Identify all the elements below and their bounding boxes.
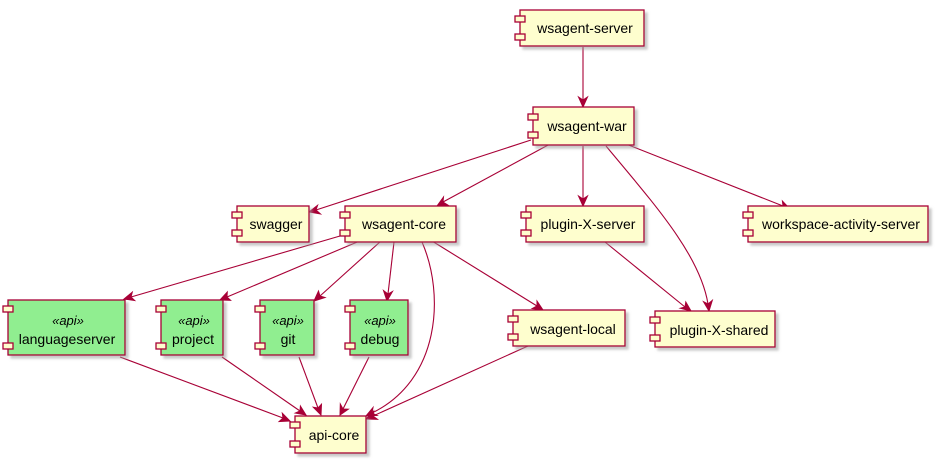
component-port-icon [742,211,754,219]
component-port-icon [344,342,356,350]
edge-wsagent-war-to-wsagent-core [435,143,551,207]
stereotype-label: «api» [178,313,210,328]
component-port-icon [527,113,539,121]
component-port-icon [2,342,14,350]
component-box [7,299,126,356]
component-wsagent-server[interactable]: wsagent-server [514,9,645,47]
component-swagger[interactable]: swagger [231,205,310,243]
component-port-icon [649,316,661,324]
component-box [525,205,645,243]
component-port-icon [2,305,14,313]
component-project[interactable]: «api» project [155,299,224,356]
component-label: wsagent-core [361,216,446,232]
component-port-icon [527,131,539,139]
component-label: plugin-X-shared [670,322,769,338]
component-port-icon [155,305,167,313]
edge-wsagent-core-to-wsagent-local [431,240,545,311]
edge-wsagent-core-to-debug [382,241,395,303]
component-wsagent-core[interactable]: wsagent-core [339,205,457,243]
component-box [259,299,315,356]
component-plugin-x-server[interactable]: plugin-X-server [520,205,645,243]
component-port-icon [520,229,532,237]
component-box [349,299,409,356]
component-label: plugin-X-server [541,216,636,232]
component-wsagent-local[interactable]: wsagent-local [507,309,626,347]
edges [119,47,792,423]
component-box [532,106,635,146]
component-workspace-activity-server[interactable]: workspace-activity-server [742,205,929,243]
component-label: git [281,331,296,347]
component-box [160,299,224,356]
edge-wsagent-war-to-plugin-x-shared [605,145,714,313]
edge-debug-to-api-core [339,356,370,416]
component-label: project [172,331,214,347]
edge-wsagent-core-to-languageserver [122,235,341,302]
edge-git-to-api-core [298,356,323,417]
component-label: languageserver [19,331,116,347]
component-git[interactable]: «api» git [254,299,315,356]
component-port-icon [514,33,526,41]
component-port-icon [514,15,526,23]
component-port-icon [289,421,301,429]
edge-wsagent-core-to-project [218,239,363,301]
component-languageserver[interactable]: «api» languageserver [2,299,126,356]
component-box [344,205,457,243]
component-port-icon [742,229,754,237]
edge-languageserver-to-api-core [119,356,292,423]
component-port-icon [155,342,167,350]
component-port-icon [520,211,532,219]
component-api-core[interactable]: api-core [289,415,367,454]
component-label: api-core [309,427,360,443]
component-label: wsagent-war [546,118,627,134]
edge-project-to-api-core [221,356,308,416]
component-box [519,9,645,47]
component-port-icon [254,305,266,313]
component-label: debug [361,331,400,347]
component-label: wsagent-server [536,20,633,36]
edge-wsagent-core-to-git [313,240,382,302]
component-port-icon [344,305,356,313]
component-port-icon [507,333,519,341]
stereotype-label: «api» [364,313,396,328]
component-port-icon [649,334,661,342]
edge-wsagent-server-to-wsagent-war [577,47,589,109]
component-port-icon [231,229,243,237]
component-port-icon [339,229,351,237]
stereotype-label: «api» [52,313,84,328]
component-wsagent-war[interactable]: wsagent-war [527,106,635,146]
component-port-icon [231,211,243,219]
component-box [236,205,310,243]
edge-plugin-x-server-to-plugin-x-shared [604,241,693,312]
stereotype-label: «api» [272,313,304,328]
component-port-icon [339,211,351,219]
component-port-icon [507,315,519,323]
component-label: wsagent-local [529,321,616,337]
component-box [512,309,626,347]
component-port-icon [289,440,301,448]
component-label: swagger [250,216,303,232]
component-box [654,310,776,348]
edge-wsagent-war-to-swagger [307,139,532,215]
component-label: workspace-activity-server [761,216,920,232]
component-debug[interactable]: «api» debug [344,299,409,356]
component-port-icon [254,342,266,350]
edge-wsagent-war-to-plugin-x-server [577,146,589,208]
component-plugin-x-shared[interactable]: plugin-X-shared [649,310,776,348]
edge-wsagent-local-to-api-core [364,345,529,420]
component-box [747,205,929,243]
component-box [294,415,367,454]
